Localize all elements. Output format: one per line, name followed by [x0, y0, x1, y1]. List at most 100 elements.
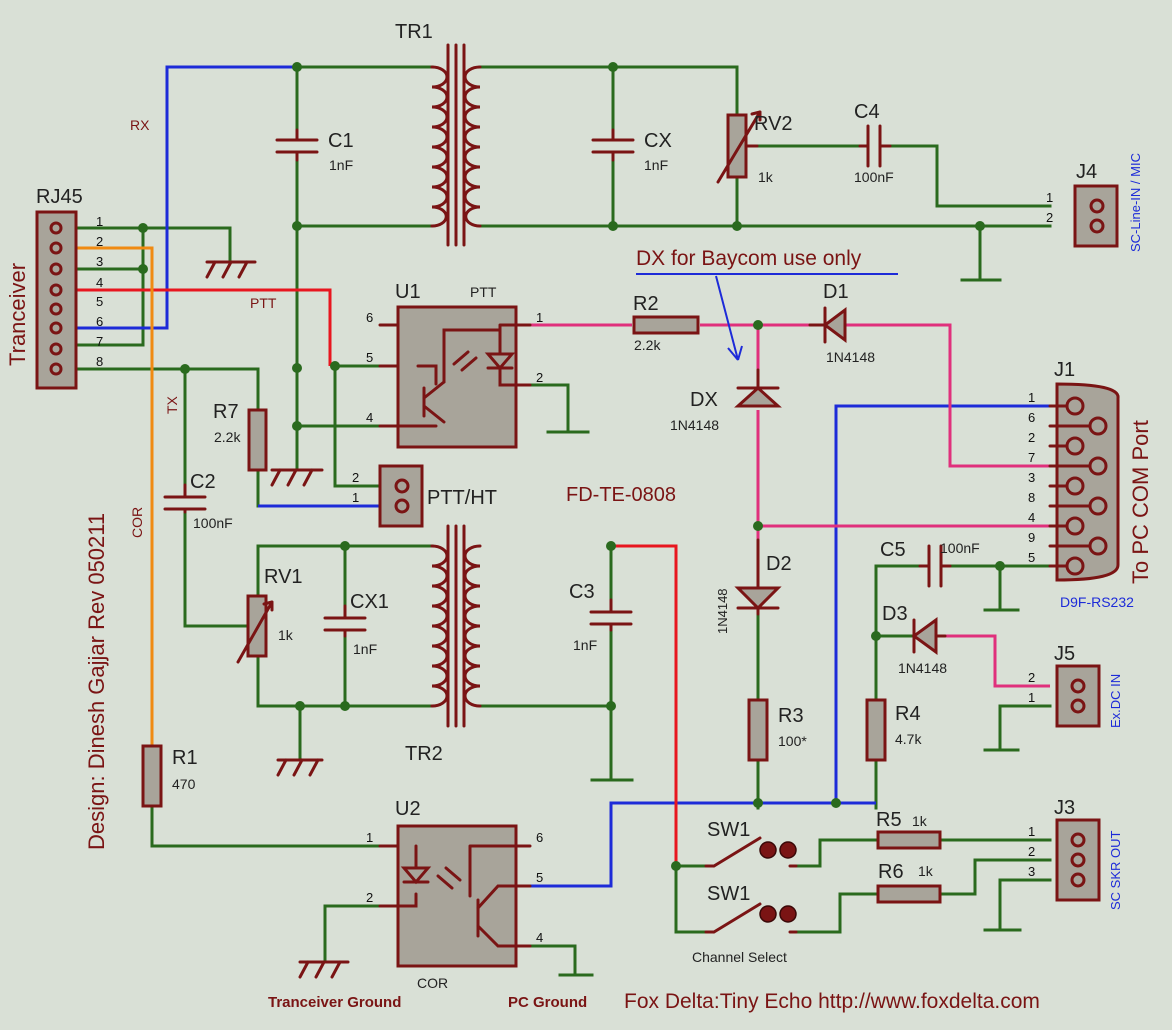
j3-sublabel: SC SKR OUT — [1108, 830, 1123, 910]
d1-j1-wire — [845, 323, 1050, 468]
u1-ptt-label: PTT — [470, 284, 497, 300]
baycom-note: DX for Baycom use only — [636, 247, 862, 270]
j1-pin-9: 9 — [1028, 530, 1035, 545]
u1-pin-6: 6 — [366, 310, 373, 325]
j1-pin-7: 7 — [1028, 450, 1035, 465]
ptt-net-label: PTT — [250, 295, 277, 311]
cx1-label: CX1 — [350, 591, 389, 613]
rj45-pin-7: 7 — [96, 334, 103, 349]
j4-sublabel: SC-Line-IN / MIC — [1128, 153, 1143, 252]
rx-wire — [75, 65, 297, 330]
u1-pin-2: 2 — [536, 370, 543, 385]
rj45-label: RJ45 — [36, 186, 83, 208]
dx-value: 1N4148 — [670, 417, 719, 433]
r1-value: 470 — [172, 776, 196, 792]
r6-label: R6 — [878, 861, 904, 883]
tr1-label: TR1 — [395, 21, 433, 43]
j3-label: J3 — [1054, 797, 1075, 819]
c4-value: 100nF — [854, 169, 894, 185]
j1-pin-5: 5 — [1028, 550, 1035, 565]
c1-label: C1 — [328, 130, 354, 152]
ptt-ht-label: PTT/HT — [427, 487, 497, 509]
d3-j5-wire — [945, 634, 1050, 688]
j1-sublabel: D9F-RS232 — [1060, 594, 1134, 610]
j3-pin-3: 3 — [1028, 864, 1035, 879]
j4-connector — [1073, 184, 1119, 248]
c2-value: 100nF — [193, 515, 233, 531]
tx-net-label: TX — [164, 395, 180, 414]
rv1-label: RV1 — [264, 566, 303, 588]
j1-pin-1: 1 — [1028, 390, 1035, 405]
pc-ground-label: PC Ground — [508, 994, 587, 1011]
d2-value: 1N4148 — [715, 588, 730, 634]
ptt-red-wire — [75, 288, 332, 366]
rj45-pin-8: 8 — [96, 354, 103, 369]
rx-net-label: RX — [130, 117, 150, 133]
ptt-ht-connector — [378, 464, 424, 528]
cx1-value: 1nF — [353, 641, 377, 657]
r4-label: R4 — [895, 703, 921, 725]
cx-value: 1nF — [644, 157, 668, 173]
ground-symbols — [205, 260, 1022, 979]
d1-value: 1N4148 — [826, 349, 875, 365]
dx-label: DX — [690, 389, 718, 411]
j1-label: J1 — [1054, 359, 1075, 381]
rv2-label: RV2 — [754, 113, 793, 135]
u1-pin-1: 1 — [536, 310, 543, 325]
j1-pin-4: 4 — [1028, 510, 1035, 525]
u1-pin-4: 4 — [366, 410, 373, 425]
r7-label: R7 — [213, 401, 239, 423]
c2-label: C2 — [190, 471, 216, 493]
rj45-pin-6: 6 — [96, 314, 103, 329]
c5-label: C5 — [880, 539, 906, 561]
j5-label: J5 — [1054, 643, 1075, 665]
j5-sublabel: Ex.DC IN — [1108, 674, 1123, 728]
resistors — [141, 110, 942, 904]
rj45-pin-4: 4 — [96, 275, 103, 290]
c3-label: C3 — [569, 581, 595, 603]
c1-value: 1nF — [329, 157, 353, 173]
rj45-pin-5: 5 — [96, 294, 103, 309]
j3-connector — [1055, 818, 1101, 902]
j1-db9-connector — [1048, 382, 1120, 582]
pc-com-blue-wire — [518, 801, 876, 888]
r7-value: 2.2k — [214, 429, 241, 445]
j1-pin-6: 6 — [1028, 410, 1035, 425]
d3-value: 1N4148 — [898, 660, 947, 676]
tr2-red-wire — [611, 544, 678, 866]
cor-wire — [75, 246, 154, 746]
transformer-tr2 — [430, 524, 482, 728]
channel-select-label: Channel Select — [692, 949, 787, 965]
ptt-pin-2: 2 — [352, 470, 359, 485]
r4-value: 4.7k — [895, 731, 922, 747]
r5-value: 1k — [912, 813, 928, 829]
u2-pin-5: 5 — [536, 870, 543, 885]
tr2-label: TR2 — [405, 743, 443, 765]
r5-label: R5 — [876, 809, 902, 831]
rv2-value: 1k — [758, 169, 774, 185]
j3-pin-2: 2 — [1028, 844, 1035, 859]
note-arrow — [715, 275, 743, 361]
footer-credit: Fox Delta:Tiny Echo http://www.foxdelta.… — [624, 990, 1040, 1013]
j1-pin-3: 3 — [1028, 470, 1035, 485]
u2-pin-4: 4 — [536, 930, 543, 945]
r1-label: R1 — [172, 747, 198, 769]
c4-label: C4 — [854, 101, 880, 123]
switch-sw1-a — [704, 836, 798, 868]
r3-value: 100* — [778, 733, 807, 749]
r6-value: 1k — [918, 863, 934, 879]
c3-value: 1nF — [573, 637, 597, 653]
transformer-tr1 — [430, 43, 482, 247]
d1-label: D1 — [823, 281, 849, 303]
switch-sw1-b — [704, 902, 798, 934]
tranceiver-label: Tranceiver — [5, 263, 30, 366]
j3-pin-1: 1 — [1028, 824, 1035, 839]
u1-label: U1 — [395, 281, 421, 303]
rts-blue-wire — [834, 404, 1050, 803]
optocoupler-u1 — [378, 305, 532, 449]
junction-dots — [138, 62, 1005, 871]
c5-value: 100nF — [940, 540, 980, 556]
j4-pin-1: 1 — [1046, 190, 1053, 205]
u2-pin-6: 6 — [536, 830, 543, 845]
